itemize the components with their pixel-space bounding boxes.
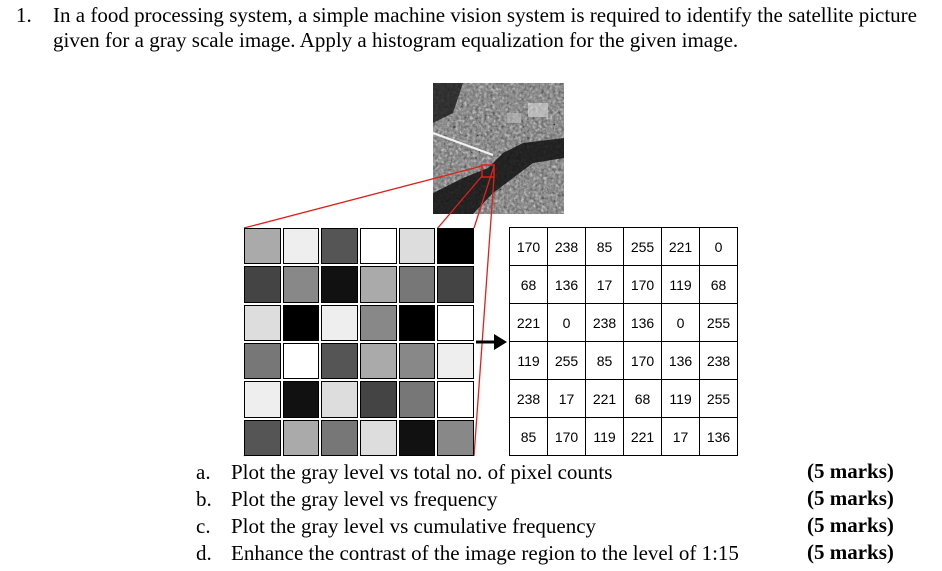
- value-cell: 136: [661, 341, 700, 380]
- pixel-cell: [244, 304, 281, 341]
- part-text: Plot the gray level vs cumulative freque…: [231, 514, 597, 538]
- pixel-cell: [321, 304, 358, 341]
- value-cell: 221: [585, 379, 624, 418]
- part-marks: (5 marks): [807, 486, 894, 510]
- pixel-cell: [321, 419, 358, 456]
- value-cell: 136: [623, 303, 662, 342]
- value-cell: 221: [509, 303, 548, 342]
- satellite-image: [433, 83, 564, 214]
- pixel-cell: [321, 266, 358, 303]
- pixel-cell: [282, 228, 320, 265]
- question-number: 1.: [16, 3, 32, 27]
- pixel-cell: [282, 419, 320, 456]
- value-cell: 238: [547, 227, 586, 266]
- value-cell: 17: [661, 417, 700, 456]
- value-cell: 255: [699, 379, 738, 418]
- value-cell: 170: [509, 227, 548, 266]
- pixel-cell: [360, 381, 397, 418]
- pixel-cell: [321, 381, 358, 418]
- value-cell: 68: [509, 265, 548, 304]
- value-cell: 255: [623, 227, 662, 266]
- pixel-cell: [282, 304, 320, 341]
- part-marks: (5 marks): [807, 540, 894, 564]
- value-cell: 255: [699, 303, 738, 342]
- value-cell: 170: [547, 417, 586, 456]
- value-cell: 238: [699, 341, 738, 380]
- value-cell: 136: [699, 417, 738, 456]
- value-cell: 238: [509, 379, 548, 418]
- pixel-cell: [282, 342, 320, 380]
- value-cell: 85: [509, 417, 548, 456]
- part-text: Plot the gray level vs frequency: [231, 487, 498, 511]
- pixel-cell: [360, 228, 397, 265]
- value-cell: 119: [661, 379, 700, 418]
- value-cell: 0: [547, 303, 586, 342]
- pixel-cell: [398, 381, 436, 418]
- value-cell: 255: [547, 341, 586, 380]
- pixel-cell: [437, 304, 474, 341]
- pixel-cell: [437, 342, 474, 380]
- pixel-cell: [437, 419, 474, 456]
- value-cell: 136: [547, 265, 586, 304]
- pixel-grid: [244, 228, 474, 456]
- value-cell: 170: [623, 341, 662, 380]
- pixel-cell: [244, 266, 281, 303]
- pixel-cell: [398, 304, 436, 341]
- value-cell: 17: [585, 265, 624, 304]
- pixel-cell: [244, 342, 281, 380]
- pixel-cell: [360, 266, 397, 303]
- part-label: b.: [196, 487, 212, 511]
- pixel-cell: [360, 342, 397, 380]
- pixel-cell: [398, 228, 436, 265]
- zoom-line-right: [473, 176, 495, 457]
- value-cell: 221: [661, 227, 700, 266]
- value-cell: 85: [585, 341, 624, 380]
- part-text: Plot the gray level vs total no. of pixe…: [231, 460, 613, 484]
- pixel-cell: [244, 381, 281, 418]
- value-cell: 68: [623, 379, 662, 418]
- pixel-cell: [244, 228, 281, 265]
- pixel-cell: [437, 266, 474, 303]
- value-cell: 85: [585, 227, 624, 266]
- pixel-cell: [398, 419, 436, 456]
- pixel-cell: [360, 419, 397, 456]
- pixel-cell: [398, 266, 436, 303]
- value-cell: 170: [623, 265, 662, 304]
- value-cell: 17: [547, 379, 586, 418]
- pixel-cell: [437, 381, 474, 418]
- value-cell: 221: [623, 417, 662, 456]
- value-cell: 119: [509, 341, 548, 380]
- value-cell: 0: [699, 227, 738, 266]
- part-marks: (5 marks): [807, 513, 894, 537]
- value-cell: 68: [699, 265, 738, 304]
- question-text: In a food processing system, a simple ma…: [53, 3, 917, 52]
- value-cell: 119: [661, 265, 700, 304]
- value-cell: 119: [585, 417, 624, 456]
- pixel-cell: [282, 381, 320, 418]
- part-label: a.: [196, 460, 211, 484]
- pixel-cell: [360, 304, 397, 341]
- pixel-cell: [321, 228, 358, 265]
- pixel-cell: [437, 228, 474, 265]
- part-text: Enhance the contrast of the image region…: [231, 541, 739, 565]
- part-marks: (5 marks): [807, 459, 894, 483]
- right-arrow-icon: [476, 334, 507, 350]
- value-cell: 238: [585, 303, 624, 342]
- part-label: c.: [196, 514, 211, 538]
- value-cell: 0: [661, 303, 700, 342]
- pixel-cell: [244, 419, 281, 456]
- pixel-cell: [398, 342, 436, 380]
- pixel-cell: [282, 266, 320, 303]
- part-label: d.: [196, 541, 212, 565]
- pixel-cell: [321, 342, 358, 380]
